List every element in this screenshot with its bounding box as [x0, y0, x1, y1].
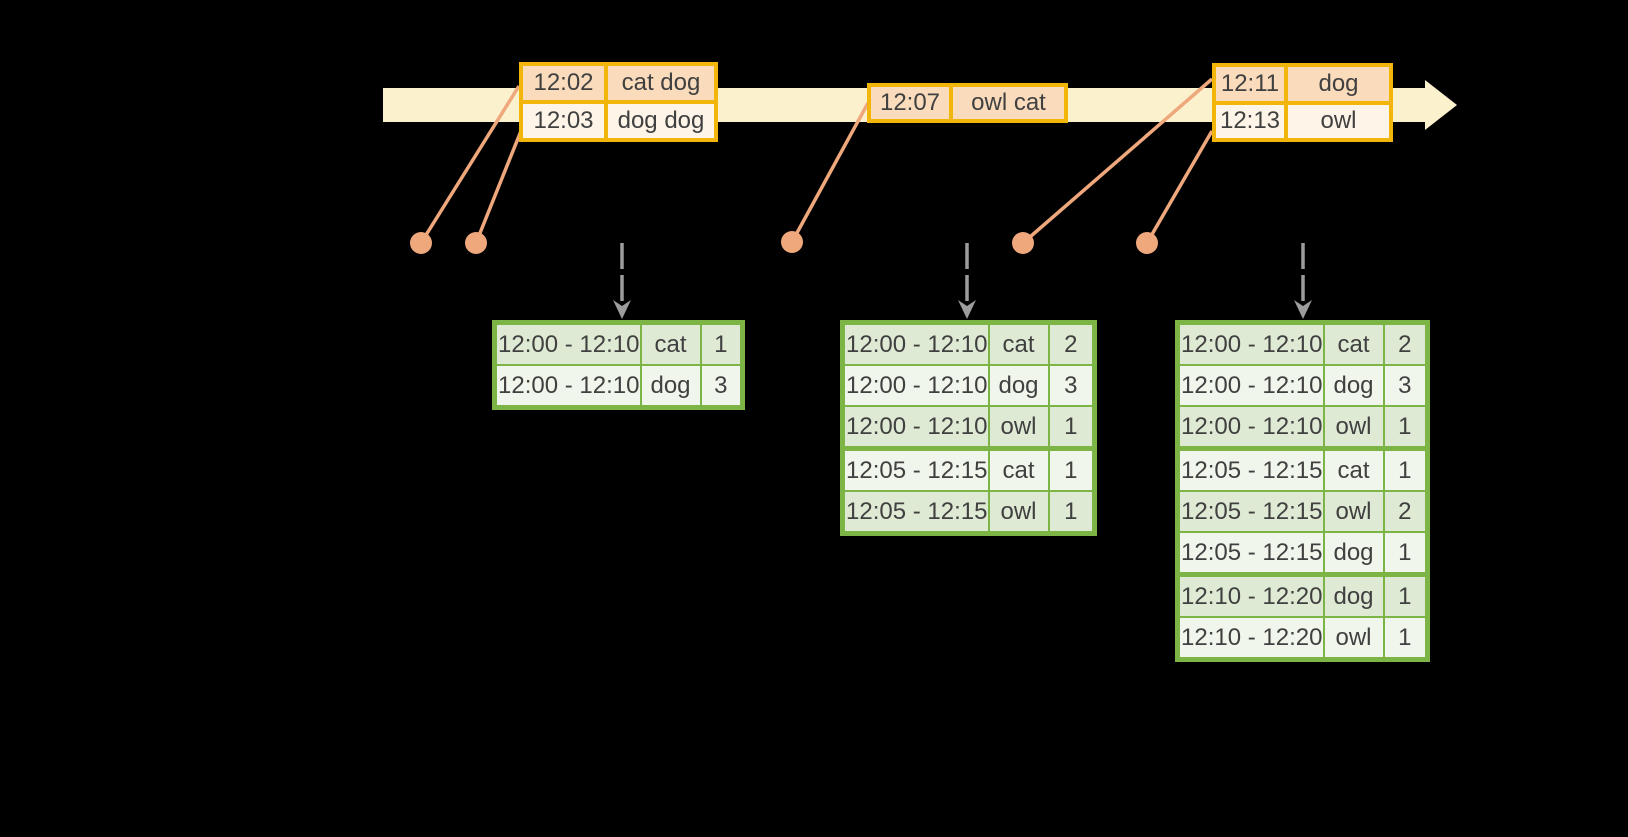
table-cell-window: 12:10 - 12:20 — [1176, 572, 1325, 618]
table-cell-count: 2 — [1382, 321, 1429, 366]
table-cell-count: 2 — [1047, 321, 1096, 366]
table-cell-time: 12:13 — [1212, 100, 1288, 142]
table-cell-window: 12:00 - 12:10 — [1176, 364, 1325, 407]
table-cell-window: 12:00 - 12:10 — [493, 364, 642, 409]
table-cell-word: cat — [1322, 446, 1385, 492]
table-cell-window: 12:05 - 12:15 — [841, 490, 990, 535]
table-cell-window: 12:00 - 12:10 — [493, 321, 642, 366]
table-cell-words: owl — [1284, 100, 1393, 142]
table-cell-window: 12:00 - 12:10 — [1176, 321, 1325, 366]
table-cell-count: 2 — [1382, 490, 1429, 533]
event-connector-line — [1145, 130, 1214, 244]
table-cell-window: 12:05 - 12:15 — [1176, 490, 1325, 533]
table-cell-window: 12:05 - 12:15 — [1176, 531, 1325, 576]
table-cell-word: cat — [987, 446, 1050, 492]
table-cell-count: 1 — [1047, 446, 1096, 492]
table-cell-time: 12:02 — [519, 62, 608, 104]
table-cell-time: 12:11 — [1212, 63, 1288, 105]
table-cell-word: dog — [987, 364, 1050, 407]
table-cell-count: 1 — [1047, 490, 1096, 535]
table-cell-time: 12:07 — [867, 83, 953, 123]
table-cell-words: dog — [1284, 63, 1393, 105]
table-cell-word: owl — [987, 405, 1050, 450]
table-cell-window: 12:00 - 12:10 — [841, 321, 990, 366]
table-cell-words: dog dog — [604, 100, 718, 142]
table-cell-word: owl — [1322, 616, 1385, 661]
table-cell-count: 1 — [1382, 446, 1429, 492]
table-cell-count: 1 — [1382, 572, 1429, 618]
table-cell-window: 12:05 - 12:15 — [1176, 446, 1325, 492]
table-cell-word: dog — [639, 364, 702, 409]
table-cell-word: cat — [987, 321, 1050, 366]
table-cell-word: dog — [1322, 364, 1385, 407]
table-cell-word: dog — [1322, 572, 1385, 618]
trigger-arrow-icon — [1294, 243, 1312, 319]
event-dot-icon — [1136, 232, 1158, 254]
timeline-arrowhead-icon — [1425, 80, 1457, 130]
table-cell-window: 12:00 - 12:10 — [1176, 405, 1325, 450]
event-dot-icon — [1012, 232, 1034, 254]
table-cell-word: cat — [639, 321, 702, 366]
table-cell-window: 12:00 - 12:10 — [841, 405, 990, 450]
event-dots — [410, 231, 1158, 254]
event-dot-icon — [465, 232, 487, 254]
table-cell-words: owl cat — [949, 83, 1068, 123]
event-connector-line — [1021, 77, 1214, 245]
table-cell-count: 3 — [1382, 364, 1429, 407]
trigger-arrow-icon — [958, 243, 976, 319]
table-cell-window: 12:05 - 12:15 — [841, 446, 990, 492]
table-cell-count: 3 — [699, 364, 744, 409]
event-connector-line — [474, 125, 525, 244]
table-cell-word: owl — [1322, 490, 1385, 533]
table-cell-window: 12:00 - 12:10 — [841, 364, 990, 407]
table-cell-word: owl — [987, 490, 1050, 535]
event-dot-icon — [410, 232, 432, 254]
table-cell-count: 1 — [1382, 531, 1429, 576]
table-cell-count: 3 — [1047, 364, 1096, 407]
table-cell-count: 1 — [1382, 405, 1429, 450]
table-cell-count: 1 — [1047, 405, 1096, 450]
table-cell-time: 12:03 — [519, 100, 608, 142]
event-connector-line — [790, 102, 870, 243]
table-cell-count: 1 — [1382, 616, 1429, 661]
table-cell-count: 1 — [699, 321, 744, 366]
event-dot-icon — [781, 231, 803, 253]
trigger-arrow-icon — [613, 243, 631, 319]
event-connector-line — [419, 85, 521, 244]
table-cell-words: cat dog — [604, 62, 718, 104]
table-cell-word: dog — [1322, 531, 1385, 576]
table-cell-word: owl — [1322, 405, 1385, 450]
table-cell-word: cat — [1322, 321, 1385, 366]
table-cell-window: 12:10 - 12:20 — [1176, 616, 1325, 661]
event-connector-lines — [419, 77, 1214, 245]
